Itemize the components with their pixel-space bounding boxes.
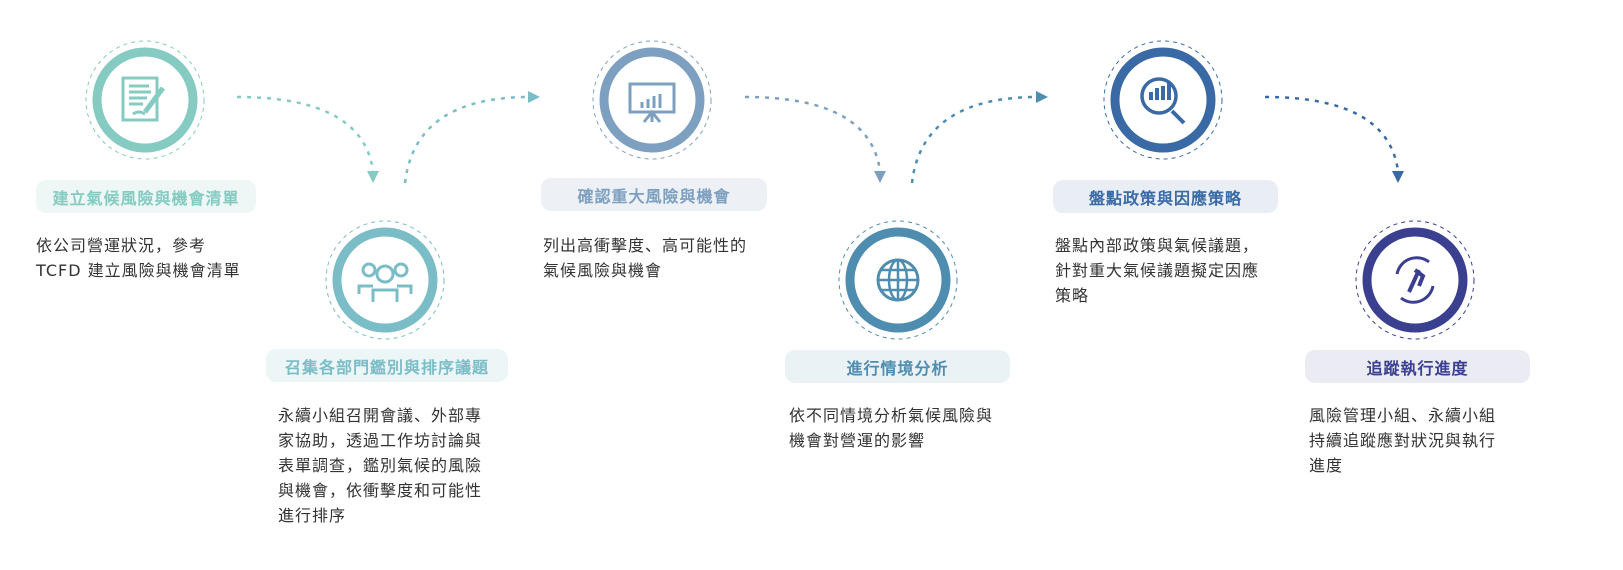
description-line: 依公司營運狀況，參考 <box>36 236 207 255</box>
flow-arrow-2 <box>403 95 531 184</box>
step-6-title: 追蹤執行進度 <box>1305 350 1530 383</box>
step-1-title: 建立氣候風險與機會清單 <box>36 180 256 213</box>
step-2-title: 召集各部門鑑別與排序議題 <box>266 349 508 382</box>
step-6-description: 風險管理小組、永續小組持續追蹤應對狀況與執行進度 <box>1309 403 1496 478</box>
document-sign-icon <box>121 76 165 122</box>
description-line: 依不同情境分析氣候風險與 <box>789 406 994 425</box>
step-3-title: 確認重大風險與機會 <box>541 178 767 211</box>
flow-arrow-3 <box>744 95 882 172</box>
description-line: 與機會，依衝擊度和可能性 <box>278 481 483 500</box>
step-5-description: 盤點內部政策與氣候議題， 針對重大氣候議題擬定因應策略 <box>1055 233 1259 308</box>
team-icon <box>357 262 413 302</box>
description-line: 策略 <box>1055 286 1090 305</box>
magnifier-chart-icon <box>1140 77 1186 125</box>
description-line: 機會對營運的影響 <box>789 431 926 450</box>
arrowhead-icon <box>874 171 886 183</box>
description-line: 進行排序 <box>278 506 347 525</box>
step-5-circle <box>1101 38 1225 162</box>
flow-arrow-1 <box>236 95 375 172</box>
description-line: 家協助，透過工作坊討論與 <box>278 431 483 450</box>
arrowhead-icon <box>1036 91 1048 103</box>
step-1-circle <box>83 38 207 162</box>
description-line: 風險管理小組、永續小組 <box>1309 406 1497 425</box>
description-line: 針對重大氣候議題擬定因應 <box>1055 261 1260 280</box>
step-1-description: 依公司營運狀況，參考 TCFD 建立風險與機會清單 <box>36 233 241 283</box>
step-4-circle <box>836 218 960 342</box>
step-5-title: 盤點政策與因應策略 <box>1053 180 1278 213</box>
step-4-description: 依不同情境分析氣候風險與機會對營運的影響 <box>789 403 993 453</box>
arrowhead-icon <box>367 171 379 183</box>
step-3-description: 列出高衝擊度、高可能性的氣候風險與機會 <box>543 233 747 283</box>
presentation-chart-icon <box>628 82 676 123</box>
globe-gear-icon <box>876 258 920 302</box>
step-4-title: 進行情境分析 <box>785 350 1010 383</box>
arrowhead-icon <box>1392 171 1404 183</box>
step-3-circle <box>590 38 714 162</box>
flow-arrow-5 <box>1264 95 1400 172</box>
step-6-circle <box>1353 218 1477 342</box>
arrowhead-icon <box>528 91 540 103</box>
description-line: 列出高衝擊度、高可能性的 <box>543 236 748 255</box>
description-line: TCFD 建立風險與機會清單 <box>36 261 241 280</box>
step-2-description: 永續小組召開會議、外部專家協助，透過工作坊討論與表單調查，鑑別氣候的風險與機會，… <box>278 403 482 528</box>
description-line: 盤點內部政策與氣候議題， <box>1055 236 1260 255</box>
flow-arrow-4 <box>910 95 1039 184</box>
cycle-progress-icon <box>1395 256 1435 304</box>
description-line: 表單調查，鑑別氣候的風險 <box>278 456 483 475</box>
description-line: 進度 <box>1309 456 1344 475</box>
step-2-circle <box>323 218 447 342</box>
description-line: 氣候風險與機會 <box>543 261 663 280</box>
description-line: 永續小組召開會議、外部專 <box>278 406 483 425</box>
description-line: 持續追蹤應對狀況與執行 <box>1309 431 1497 450</box>
